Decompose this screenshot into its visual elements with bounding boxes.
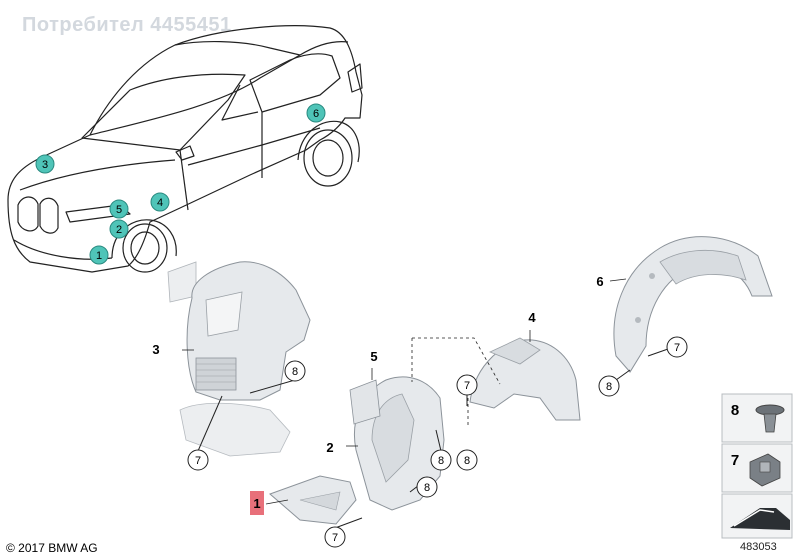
- callout-circle-8[interactable]: 8: [456, 449, 478, 471]
- callout-circle-8[interactable]: 8: [598, 369, 631, 397]
- svg-text:7: 7: [731, 452, 739, 469]
- part-1-cover: [265, 475, 357, 525]
- car-marker-4[interactable]: 4: [150, 192, 170, 212]
- copyright-text: © 2017 BMW AG: [6, 541, 98, 555]
- legend-item-arrow[interactable]: [721, 493, 793, 539]
- callout-circle-7[interactable]: 7: [456, 374, 478, 406]
- car-marker-3[interactable]: 3: [35, 154, 55, 174]
- car-marker-5[interactable]: 5: [109, 199, 129, 219]
- svg-text:8: 8: [731, 402, 739, 419]
- reference-number: 483053: [740, 541, 777, 553]
- legend-item-8[interactable]: 8: [721, 393, 793, 443]
- direction-arrow-icon: [730, 508, 790, 530]
- svg-text:8: 8: [464, 455, 470, 467]
- part-5-panel: [349, 368, 381, 425]
- car-marker-group: 3 5 4 2 1 6: [35, 103, 326, 265]
- callout-circle-7[interactable]: 7: [324, 517, 363, 548]
- part-label-4: 4: [528, 310, 536, 325]
- svg-text:7: 7: [332, 532, 338, 544]
- car-marker-6[interactable]: 6: [306, 103, 326, 123]
- legend-panel: 8 7: [721, 393, 793, 539]
- clip-nut-icon: [749, 453, 781, 487]
- callout-circle-8[interactable]: 8: [249, 360, 306, 394]
- svg-text:8: 8: [292, 366, 298, 378]
- svg-text:1: 1: [253, 496, 260, 511]
- part-label-2: 2: [326, 440, 333, 455]
- callout-circle-7[interactable]: 7: [647, 336, 688, 358]
- svg-text:6: 6: [313, 108, 319, 120]
- car-marker-1[interactable]: 1: [89, 245, 109, 265]
- svg-text:5: 5: [116, 204, 122, 216]
- svg-text:7: 7: [674, 342, 680, 354]
- svg-text:8: 8: [438, 455, 444, 467]
- part-4-wheel-liner: [411, 330, 581, 428]
- part-label-6: 6: [596, 274, 603, 289]
- svg-text:4: 4: [157, 197, 163, 209]
- svg-text:7: 7: [464, 380, 470, 392]
- callout-circle-8[interactable]: 8: [430, 429, 452, 471]
- part-label-5: 5: [370, 349, 377, 364]
- watermark-text: Потребител 4455451: [22, 14, 232, 36]
- svg-text:2: 2: [116, 224, 122, 236]
- callout-circle-8[interactable]: 8: [409, 476, 438, 498]
- car-marker-2[interactable]: 2: [109, 219, 129, 239]
- callout-circle-7[interactable]: 7: [187, 395, 223, 471]
- svg-text:7: 7: [195, 455, 201, 467]
- svg-text:1: 1: [96, 250, 102, 262]
- svg-text:3: 3: [42, 159, 48, 171]
- legend-item-7[interactable]: 7: [721, 443, 793, 493]
- svg-text:8: 8: [424, 482, 430, 494]
- svg-text:8: 8: [606, 381, 612, 393]
- part-6-wheel-liner: [609, 236, 773, 373]
- car-outline: [7, 25, 363, 273]
- part-label-1: 1: [250, 491, 264, 515]
- push-clip-icon: [755, 404, 785, 433]
- part-label-3: 3: [152, 342, 159, 357]
- part-3-wheel-liner: [167, 261, 311, 457]
